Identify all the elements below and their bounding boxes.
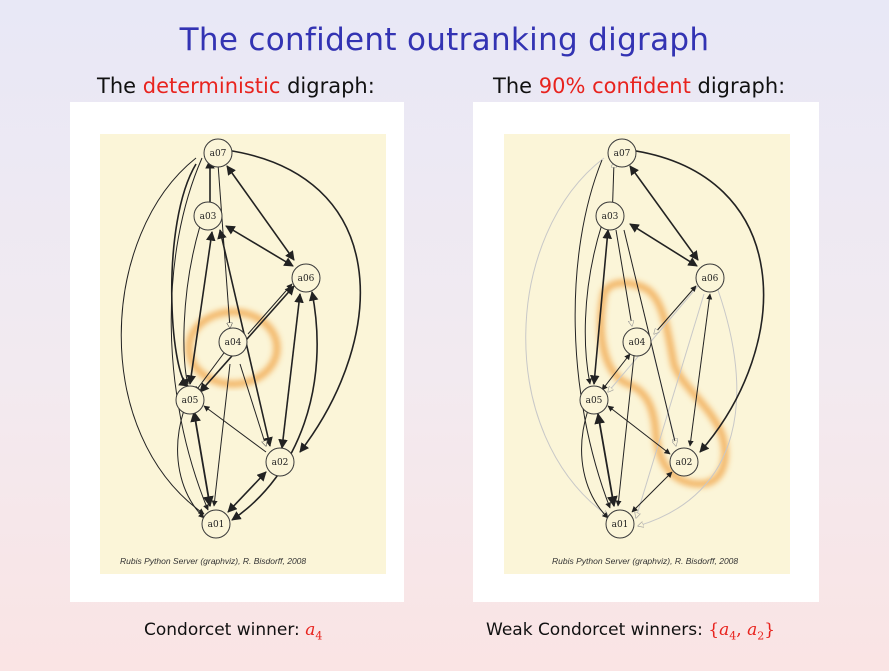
svg-text:a06: a06	[298, 274, 315, 284]
svg-text:a07: a07	[210, 149, 227, 159]
left-caption-math: a4	[305, 620, 323, 643]
svg-text:a04: a04	[629, 338, 646, 348]
left-edge	[186, 231, 216, 385]
left-edge	[190, 410, 214, 508]
right-heading-highlight: 90% confident	[538, 74, 691, 98]
right-node-a06: a06	[695, 263, 725, 293]
left-credit: Rubis Python Server (graphviz), R. Bisdo…	[120, 556, 307, 566]
svg-text:a03: a03	[200, 212, 217, 222]
svg-text:a06: a06	[702, 274, 719, 284]
svg-text:a01: a01	[208, 520, 225, 530]
right-edge	[631, 471, 673, 513]
svg-text:a07: a07	[614, 149, 631, 159]
left-caption: Condorcet winner: a4	[144, 620, 322, 642]
right-heading: The 90% confident digraph:	[493, 74, 785, 98]
right-edge-faint	[525, 157, 608, 516]
right-edge-faint	[638, 289, 738, 526]
right-edge	[629, 149, 765, 453]
left-edge	[231, 291, 319, 521]
left-edge	[278, 293, 304, 449]
left-node-a02: a02	[265, 447, 295, 477]
svg-text:a01: a01	[612, 520, 629, 530]
right-node-a02: a02	[669, 447, 699, 477]
svg-text:a03: a03	[602, 212, 619, 222]
left-node-a05: a05	[175, 385, 205, 415]
right-graph-canvas: a07 a03 a06 a04 a05 a02 a01 Rubis Python…	[504, 134, 790, 574]
left-heading-post: digraph:	[280, 74, 375, 98]
right-caption-text: Weak Condorcet winners:	[486, 620, 709, 640]
left-node-a03: a03	[193, 201, 223, 231]
svg-text:a04: a04	[225, 338, 242, 348]
left-graph-frame: a07 a03 a06 a04 a05 a02 a01 Rubis Python…	[70, 102, 404, 602]
right-caption-math: a4, a2	[719, 620, 765, 643]
left-heading: The deterministic digraph:	[97, 74, 375, 98]
left-edge	[225, 225, 294, 267]
right-edge	[581, 409, 609, 519]
right-edge	[601, 353, 631, 391]
left-graph-canvas: a07 a03 a06 a04 a05 a02 a01 Rubis Python…	[100, 134, 386, 574]
right-edge	[584, 223, 603, 385]
right-node-a03: a03	[595, 201, 625, 231]
svg-text:a02: a02	[272, 458, 289, 468]
left-node-a01: a01	[201, 509, 231, 539]
right-node-a04: a04	[622, 327, 652, 357]
left-node-a06: a06	[291, 263, 321, 293]
left-edge	[183, 225, 201, 385]
left-heading-highlight: deterministic	[142, 74, 281, 98]
right-digraph: a07 a03 a06 a04 a05 a02 a01	[525, 138, 765, 539]
right-caption-open-brace: {	[708, 620, 720, 640]
right-halo	[597, 279, 729, 488]
left-edge	[203, 405, 267, 453]
left-edge	[120, 157, 205, 515]
svg-text:a02: a02	[676, 458, 693, 468]
left-edge	[177, 409, 205, 519]
right-edge	[615, 229, 632, 326]
left-heading-pre: The	[97, 74, 143, 98]
right-edge	[607, 405, 671, 455]
right-caption-close-brace: }	[764, 620, 776, 640]
slide-title: The confident outranking digraph	[179, 22, 710, 58]
svg-text:a05: a05	[586, 396, 603, 406]
left-digraph: a07 a03 a06 a04 a05 a02 a01	[120, 138, 362, 539]
right-caption: Weak Condorcet winners: {a4, a2}	[486, 620, 775, 642]
right-heading-pre: The	[493, 74, 539, 98]
right-credit: Rubis Python Server (graphviz), R. Bisdo…	[552, 556, 739, 566]
left-edge	[227, 471, 267, 513]
right-edge	[629, 223, 698, 267]
right-graph-frame: a07 a03 a06 a04 a05 a02 a01 Rubis Python…	[473, 102, 819, 602]
right-node-a07: a07	[607, 138, 637, 168]
left-edge	[170, 163, 197, 387]
right-heading-post: digraph:	[690, 74, 786, 98]
right-edge	[687, 293, 713, 447]
left-caption-text: Condorcet winner:	[144, 620, 306, 640]
right-edge-faint	[608, 285, 699, 392]
left-node-a04: a04	[218, 327, 248, 357]
right-edge	[590, 229, 612, 385]
left-node-a07: a07	[203, 138, 233, 168]
right-node-a01: a01	[605, 509, 635, 539]
right-node-a05: a05	[579, 385, 609, 415]
left-edge	[225, 149, 362, 453]
svg-text:a05: a05	[182, 396, 199, 406]
right-edge	[594, 412, 618, 508]
